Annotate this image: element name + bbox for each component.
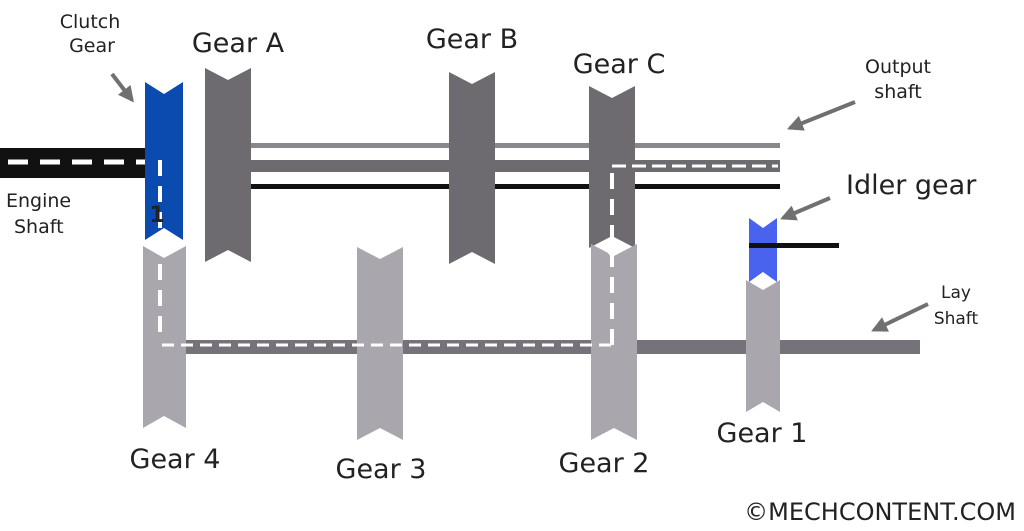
gear-1-label: Gear 1 bbox=[717, 418, 808, 449]
idler-shaft bbox=[749, 243, 839, 248]
copyright-text: ©MECHCONTENT.COM bbox=[744, 498, 1016, 526]
lay-shaft-label-line2: Shaft bbox=[934, 309, 979, 329]
lay-shaft-label-line1: Lay bbox=[941, 283, 971, 303]
output-shaft-label-line2: shaft bbox=[874, 81, 921, 103]
clutch-gear bbox=[145, 82, 183, 240]
output-shaft-lower-line bbox=[250, 184, 780, 189]
lay-shaft bbox=[175, 340, 920, 354]
clutch-gear-label-line1: Clutch bbox=[60, 11, 121, 33]
output-shaft-label-line1: Output bbox=[865, 56, 931, 78]
output-shaft-arrow bbox=[787, 100, 856, 131]
mesh-point-gearc-gear2 bbox=[603, 236, 621, 258]
clutch-gear-arrow bbox=[110, 72, 134, 103]
gear-b bbox=[449, 72, 495, 264]
gear-b-label: Gear B bbox=[426, 24, 518, 55]
gear-1 bbox=[746, 280, 780, 412]
lay-shaft-arrow bbox=[871, 302, 929, 332]
gear-a-label: Gear A bbox=[192, 28, 285, 59]
gear-2-label: Gear 2 bbox=[559, 448, 650, 479]
output-shaft-upper-line bbox=[250, 143, 780, 148]
gear-4 bbox=[143, 246, 186, 428]
idler-gear-arrow bbox=[780, 196, 831, 221]
clutch-marker: 1 bbox=[149, 203, 164, 228]
gear-3-label: Gear 3 bbox=[336, 454, 427, 485]
output-shaft bbox=[250, 160, 780, 172]
engine-shaft-label-line2: Shaft bbox=[14, 216, 64, 238]
idler-gear bbox=[749, 218, 777, 282]
clutch-gear-label-line2: Gear bbox=[69, 35, 115, 57]
engine-shaft-label-line1: Engine bbox=[6, 190, 71, 212]
gear-4-label: Gear 4 bbox=[130, 444, 221, 475]
idler-gear-label: Idler gear bbox=[846, 170, 977, 201]
gear-a bbox=[205, 68, 251, 262]
gear-c-label: Gear C bbox=[573, 49, 666, 80]
mesh-point-idler-gear1 bbox=[755, 272, 771, 290]
